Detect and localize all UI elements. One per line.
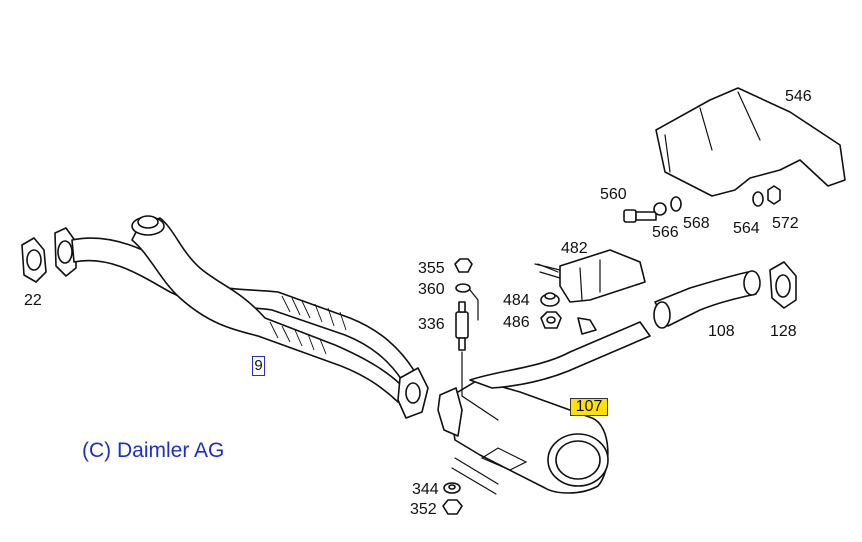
label-564: 564 [733,220,760,237]
nut-572 [767,185,781,205]
heat-shield-546 [655,87,846,197]
washer-568 [670,196,682,212]
part-107-link[interactable]: 107 [570,398,608,416]
leader-360 [469,289,479,321]
label-484: 484 [503,292,530,309]
label-22: 22 [24,292,42,309]
label-572: 572 [772,215,799,232]
bolt-560 [623,209,657,223]
label-568: 568 [683,215,710,232]
hanger-leader [461,351,499,421]
label-486: 486 [503,314,530,331]
nut-352 [442,499,463,515]
label-482: 482 [561,240,588,257]
label-128: 128 [770,323,797,340]
label-566: 566 [652,224,679,241]
mount-tab [577,317,597,335]
nut-355 [454,258,473,273]
part-9-link[interactable]: 9 [252,356,265,376]
tail-pipe-108 [653,270,761,329]
label-352: 352 [410,501,437,518]
rubber-mount-484 [540,292,560,307]
copyright-notice: (C) Daimler AG [82,439,225,462]
bracket-482 [537,249,646,303]
washer-344 [443,482,461,494]
muffler-107 [437,321,651,494]
hanger-336 [455,301,469,351]
label-336: 336 [418,316,445,333]
flange-128 [769,261,797,309]
washer-564 [752,191,764,207]
washer-360 [455,283,471,293]
label-360: 360 [418,281,445,298]
flange-gasket-22 [21,237,47,283]
bolt-leader [451,457,499,495]
lock-washer-566 [653,202,667,216]
label-344: 344 [412,481,439,498]
label-560: 560 [600,186,627,203]
front-pipe-9 [54,215,429,419]
label-355: 355 [418,260,445,277]
nut-486 [540,311,562,329]
label-108: 108 [708,323,735,340]
leader-482 [534,263,561,271]
label-546: 546 [785,88,812,105]
